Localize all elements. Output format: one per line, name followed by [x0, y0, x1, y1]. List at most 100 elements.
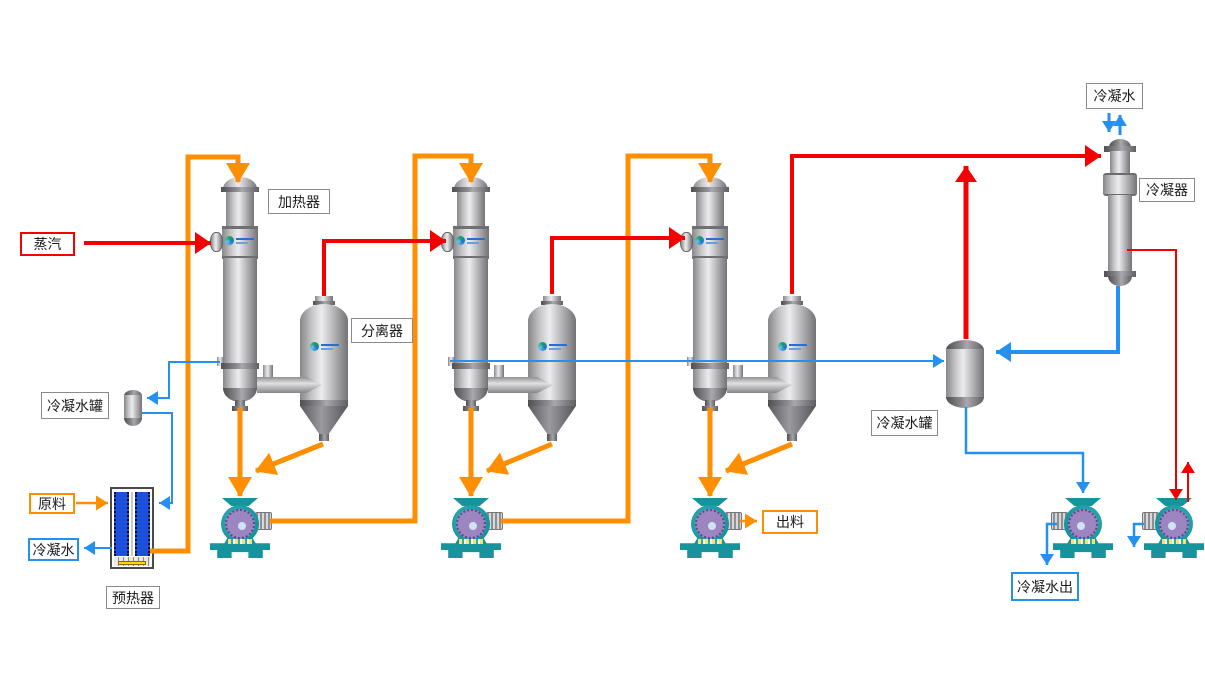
transfer-pipe-3 — [727, 365, 792, 393]
pump-hub — [238, 522, 246, 530]
label-text: 出料 — [776, 514, 804, 530]
vapor-line-effect2 — [550, 227, 685, 294]
condensate-pump — [1051, 498, 1115, 558]
small-condensate-tank — [124, 390, 142, 426]
heater-lower-flange — [452, 363, 490, 369]
vapor-line-effect3 — [790, 145, 1101, 294]
tank-top — [946, 340, 984, 350]
preheater-gap — [131, 492, 133, 556]
vacuum-pump — [1142, 498, 1205, 558]
separator-top-flange — [781, 301, 803, 305]
steam-inlet-nozzle — [441, 232, 454, 252]
separator-outlet-stub — [787, 434, 797, 441]
steam-inlet-nozzle — [680, 232, 693, 252]
separator-cone — [300, 406, 348, 436]
transfer-pipe-2 — [488, 365, 553, 393]
preheater-base-bar — [118, 561, 146, 565]
separator-bottom-rim — [528, 400, 576, 406]
label-condensate-out: 冷凝水出 — [1011, 572, 1079, 601]
pump-casing — [691, 505, 729, 543]
preheater-vessel — [110, 487, 154, 569]
label-text: 冷凝水 — [1093, 88, 1136, 104]
pipe-riser — [494, 365, 504, 378]
tank-bottom — [124, 418, 142, 426]
condenser-collar — [1103, 173, 1137, 196]
label-raw-material: 原料 — [29, 493, 75, 514]
tank-body — [946, 349, 984, 398]
separator-dome — [528, 304, 576, 321]
pump-logo — [228, 539, 252, 544]
tank-bottom — [946, 397, 984, 408]
heater-neck — [226, 192, 254, 226]
heater-neck — [696, 192, 724, 226]
label-text: 原料 — [38, 495, 66, 512]
separator3-drain-line — [725, 441, 793, 475]
label-steam: 蒸汽 — [20, 232, 75, 256]
separator1-drain-line — [255, 441, 324, 476]
label-small-condensate-tank: 冷凝水罐 — [41, 392, 109, 419]
pipe-body — [488, 377, 553, 393]
pump-logo — [459, 539, 483, 544]
label-text: 蒸汽 — [33, 236, 62, 252]
label-text: 冷凝器 — [1146, 182, 1188, 198]
label-text: 冷凝水罐 — [876, 415, 933, 431]
label-text: 加热器 — [278, 193, 320, 210]
tank-to-pump-line — [964, 407, 1090, 493]
condenser-to-tank-line — [996, 286, 1120, 362]
transfer-pipe-1 — [257, 365, 322, 393]
pump-casing — [1155, 505, 1193, 543]
heater-shell — [223, 258, 257, 390]
vessel-logo — [310, 342, 339, 351]
pipe-body — [727, 377, 792, 393]
separator2-drain-line — [486, 441, 553, 475]
separator-top-nozzle — [783, 296, 801, 303]
pump-hub — [1077, 522, 1085, 530]
condenser-body — [1108, 195, 1132, 272]
label-main-condensate-tank: 冷凝水罐 — [871, 410, 938, 436]
circulation-pump-1 — [208, 498, 272, 558]
condenser-vessel — [1103, 139, 1139, 289]
vessel-logo — [538, 342, 567, 351]
heater-shell — [693, 258, 727, 390]
preheater-plate — [135, 492, 150, 556]
label-text: 预热器 — [112, 589, 154, 606]
condenser-cap — [1109, 139, 1131, 147]
label-discharge: 出料 — [762, 510, 818, 534]
vessel-logo — [225, 236, 254, 245]
pump-logo — [1071, 539, 1095, 544]
vessel-logo — [778, 342, 807, 351]
heater-lower-flange — [691, 363, 729, 369]
label-heater: 加热器 — [268, 189, 330, 214]
heater-neck — [457, 192, 485, 226]
label-cooling-water: 冷凝水 — [1086, 83, 1143, 109]
steam-inlet-nozzle — [210, 232, 223, 252]
pipe-riser — [263, 365, 273, 378]
label-separator: 分离器 — [351, 318, 413, 343]
pump-impeller — [225, 509, 255, 539]
separator-cone — [768, 406, 816, 436]
condenser-bottom-cap — [1108, 276, 1132, 286]
pump-logo — [698, 539, 722, 544]
heater-shell — [454, 258, 488, 390]
separator-bottom-rim — [300, 400, 348, 406]
circulation-pump-2 — [439, 498, 503, 558]
pump-casing — [1064, 505, 1102, 543]
pump-impeller — [1068, 509, 1098, 539]
separator-outlet-stub — [547, 434, 557, 441]
separator-cone — [528, 406, 576, 436]
label-condensate-return: 冷凝水 — [28, 538, 79, 561]
tank-body — [124, 395, 142, 419]
pump-impeller — [695, 509, 725, 539]
main-condensate-tank-vessel — [946, 340, 984, 408]
condenser-bottom-flange — [1104, 271, 1136, 277]
heater-bottom-stem-flange — [702, 406, 718, 411]
pump-hub — [1168, 522, 1176, 530]
label-text: 冷凝水出 — [1017, 578, 1073, 595]
label-text: 冷凝水 — [32, 541, 75, 558]
vapor-line-effect1 — [322, 230, 446, 296]
pipe-riser — [733, 365, 743, 378]
heater-bottom-stem-flange — [463, 406, 479, 411]
condenser-top-flange — [1104, 146, 1136, 152]
heater-lower-flange — [221, 363, 259, 369]
